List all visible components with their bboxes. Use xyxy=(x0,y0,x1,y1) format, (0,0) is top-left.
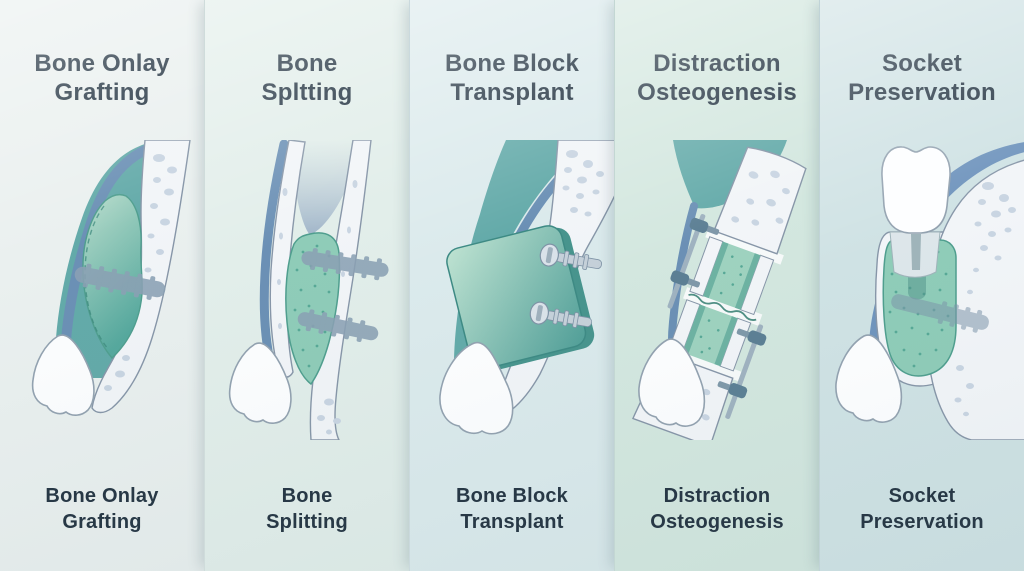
tooth xyxy=(439,341,514,435)
panel-bone-onlay-grafting: Bone Onlay Grafting xyxy=(0,0,204,571)
panel-socket-preservation: Socket Preservation xyxy=(819,0,1024,571)
panel-caption: Bone Onlay Grafting xyxy=(6,483,198,535)
panel-caption-line: Transplant xyxy=(460,511,564,533)
fixation-screw xyxy=(74,263,166,300)
jaw-bone xyxy=(926,159,1024,440)
periosteum-line xyxy=(259,139,289,371)
panel-caption-line: Socket xyxy=(888,485,956,507)
panel-caption-line: Bone xyxy=(281,485,333,507)
panel-title: Bone Spltting xyxy=(211,50,403,108)
panel-caption-line: Osteogenesis xyxy=(650,511,784,533)
panel-caption: Socket Preservation xyxy=(826,483,1018,535)
illustration-bone-block-transplant xyxy=(410,139,614,440)
illustration-bone-onlay-grafting xyxy=(0,139,204,440)
panel-caption-line: Splitting xyxy=(266,511,348,533)
bone-onlay-grafting-drawing xyxy=(31,139,191,416)
panel-title-line: Osteogenesis xyxy=(637,78,797,106)
tooth xyxy=(31,333,95,416)
panel-caption-line: Grafting xyxy=(62,511,142,533)
panel-title: Distraction Osteogenesis xyxy=(621,50,813,108)
panel-title-line: Preservation xyxy=(848,78,996,106)
buccal-plate xyxy=(269,139,306,378)
fixation-screw-upper xyxy=(539,243,602,270)
fixation-screw-upper xyxy=(301,247,389,280)
panel-bone-block-transplant: Bone Block Transplant xyxy=(409,0,614,571)
panel-caption-line: Bone Block xyxy=(455,485,569,507)
panel-caption: Distraction Osteogenesis xyxy=(621,483,813,535)
gum-flap xyxy=(454,139,592,380)
socket-preservation-drawing xyxy=(835,141,1024,440)
panel-title-line: Spltting xyxy=(261,78,353,106)
panel-title-line: Transplant xyxy=(450,78,574,106)
distraction-osteogenesis-drawing xyxy=(632,139,807,440)
fixation-screw-lower xyxy=(529,301,592,328)
panel-caption-line: Bone Onlay xyxy=(45,485,159,507)
tooth xyxy=(835,333,903,423)
tooth xyxy=(228,341,292,424)
panel-title-line: Distraction xyxy=(653,50,781,77)
split-gap-shading xyxy=(289,139,363,235)
panel-title-line: Bone Onlay xyxy=(34,50,170,77)
illustration-socket-preservation xyxy=(820,140,1024,440)
tooth xyxy=(638,337,706,427)
panel-caption: Bone Splitting xyxy=(211,483,403,535)
panel-bone-splitting: Bone Spltting xyxy=(204,0,409,571)
panel-distraction-osteogenesis: Distraction Osteogenesis xyxy=(614,0,819,571)
panel-title-line: Grafting xyxy=(54,78,150,106)
distractor-left xyxy=(667,213,720,309)
illustration-distraction-osteogenesis xyxy=(615,139,819,440)
panel-title: Bone Block Transplant xyxy=(416,50,608,108)
distractor-right xyxy=(717,324,767,419)
illustration-bone-splitting xyxy=(205,139,409,440)
fixation-screw-lower xyxy=(297,308,379,342)
fracture-line xyxy=(688,293,757,321)
bone-splitting-drawing xyxy=(228,139,389,440)
bone-block-transplant-drawing xyxy=(439,139,614,435)
panel-title-line: Bone xyxy=(276,50,338,77)
panel-caption-line: Distraction xyxy=(663,485,771,507)
regenerate-segment-upper xyxy=(689,235,775,315)
panel-title-line: Socket xyxy=(882,50,962,77)
segmented-jaw-bone xyxy=(632,146,807,440)
fixation-screw xyxy=(891,293,989,333)
panel-title: Bone Onlay Grafting xyxy=(6,50,198,108)
panel-caption-line: Preservation xyxy=(860,511,984,533)
tooth-crown xyxy=(881,145,951,278)
panel-caption: Bone Block Transplant xyxy=(416,483,608,535)
panel-title-line: Bone Block xyxy=(444,50,580,77)
panel-title: Socket Preservation xyxy=(826,50,1018,108)
